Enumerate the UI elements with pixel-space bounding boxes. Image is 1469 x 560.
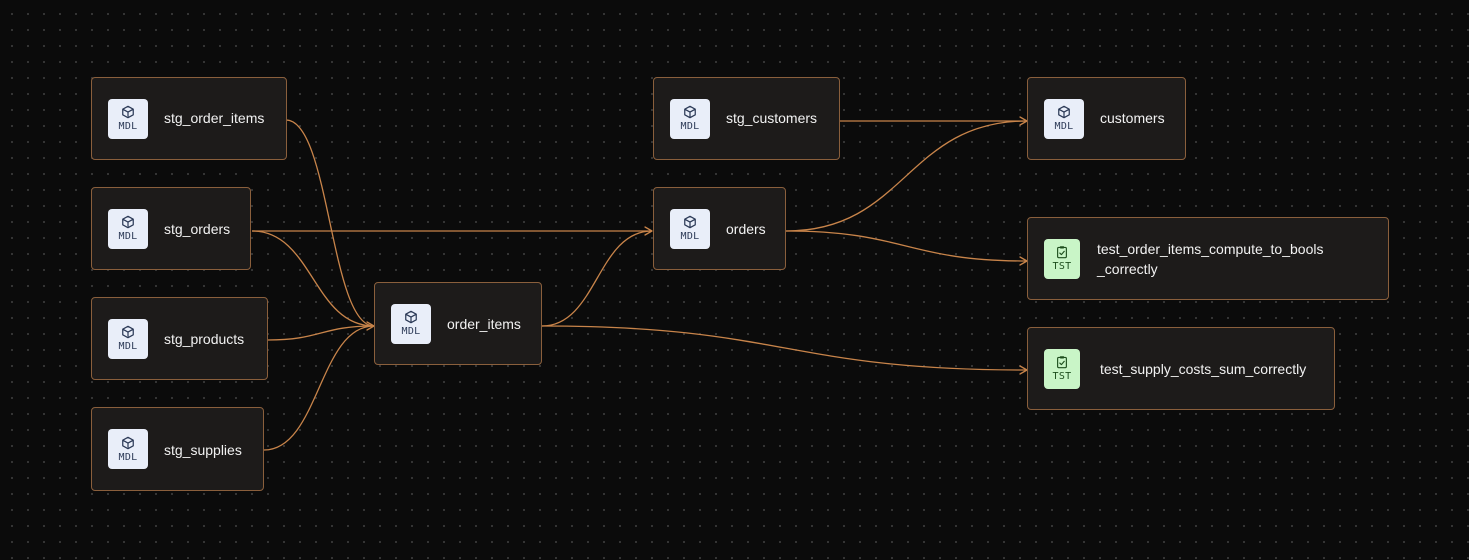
badge-type-label: MDL [1054, 121, 1074, 132]
mdl-badge: MDL [108, 429, 148, 469]
badge-type-label: TST [1052, 261, 1072, 272]
clipboard-check-icon [1057, 246, 1067, 259]
mdl-badge: MDL [670, 98, 710, 139]
cube-icon [405, 310, 417, 324]
mdl-badge: MDL [391, 303, 431, 344]
badge-type-label: MDL [680, 231, 700, 242]
arrowhead-test-order-items [1019, 256, 1028, 266]
edge-order-items-to-orders [541, 230, 653, 327]
arrowhead-order-items [366, 321, 375, 331]
node-stg-products[interactable]: MDL stg_products [91, 297, 268, 380]
cube-icon [122, 436, 134, 449]
badge-type-label: MDL [118, 341, 138, 352]
edge-stg-order-items-to-order-items [285, 119, 375, 327]
badge-type-label: MDL [401, 326, 421, 337]
mdl-badge: MDL [1044, 98, 1084, 139]
node-stg-orders[interactable]: MDL stg_orders [91, 187, 251, 270]
arrowhead-test-supply-costs [1019, 365, 1028, 375]
mdl-badge: MDL [670, 208, 710, 249]
cube-icon [1058, 105, 1070, 119]
node-orders[interactable]: MDL orders [653, 187, 786, 270]
node-label: customers [1100, 110, 1165, 126]
node-label: stg_products [164, 331, 245, 347]
node-label: order_items [447, 316, 521, 332]
clipboard-check-icon [1057, 356, 1067, 369]
node-order-items[interactable]: MDL order_items [374, 282, 542, 365]
mdl-badge: MDL [108, 318, 148, 359]
arrowhead-customers [1019, 116, 1028, 126]
node-stg-supplies[interactable]: MDL stg_supplies [91, 407, 264, 491]
node-customers[interactable]: MDL customers [1027, 77, 1186, 160]
badge-type-label: MDL [118, 231, 138, 242]
mdl-badge: MDL [108, 98, 148, 139]
node-stg-order-items[interactable]: MDL stg_order_items [91, 77, 287, 160]
arrowhead-orders [644, 226, 653, 236]
badge-type-label: TST [1052, 371, 1072, 382]
edge-stg-orders-to-order-items [251, 230, 375, 327]
node-label: stg_orders [164, 221, 231, 237]
cube-icon [122, 325, 134, 339]
node-label: stg_supplies [164, 442, 242, 458]
cube-icon [122, 215, 134, 229]
tst-badge: TST [1044, 348, 1080, 389]
cube-icon [122, 105, 134, 119]
cube-icon [684, 105, 696, 119]
edge-order-items-to-test-supply-costs [541, 325, 1028, 371]
node-label: stg_customers [726, 110, 818, 126]
tst-badge: TST [1044, 238, 1080, 279]
node-label: orders [726, 221, 766, 237]
mdl-badge: MDL [108, 208, 148, 249]
edge-stg-products-to-order-items [267, 325, 375, 341]
node-stg-customers[interactable]: MDL stg_customers [653, 77, 840, 160]
edge-orders-to-test-order-items [785, 230, 1028, 262]
node-test-order-items-compute-to-bools-correctly[interactable]: TST test_order_items_compute_to_bools _c… [1027, 217, 1389, 300]
edge-stg-supplies-to-order-items [263, 325, 375, 451]
badge-type-label: MDL [118, 121, 138, 132]
node-label-line-1: test_order_items_compute_to_bools [1097, 241, 1324, 257]
node-test-supply-costs-sum-correctly[interactable]: TST test_supply_costs_sum_correctly [1027, 327, 1335, 410]
node-label: test_supply_costs_sum_correctly [1100, 361, 1307, 377]
node-label-line-2: _correctly [1097, 261, 1158, 277]
badge-type-label: MDL [680, 121, 700, 132]
badge-type-label: MDL [118, 451, 138, 463]
cube-icon [684, 215, 696, 229]
node-label: stg_order_items [164, 110, 265, 126]
